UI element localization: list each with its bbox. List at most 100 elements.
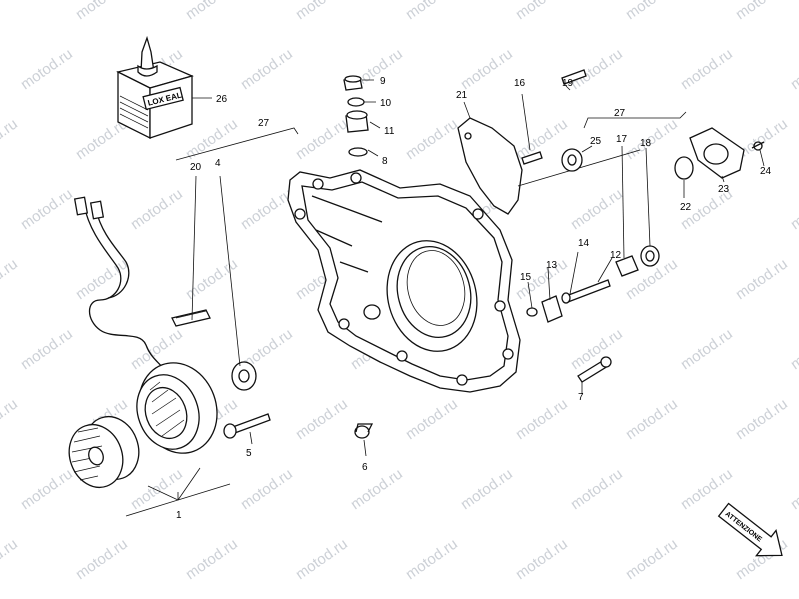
watermark-text: motod.ru	[293, 395, 351, 443]
part-label-5: 5	[246, 448, 252, 459]
watermark-text: motod.ru	[733, 395, 791, 443]
watermark-text: motod.ru	[513, 0, 571, 23]
sealant-tube: LOX EAL	[116, 35, 194, 140]
watermark-text: motod.ru	[128, 185, 186, 233]
part-label-19: 19	[562, 78, 574, 89]
washer-15	[526, 307, 538, 317]
cover-21	[457, 117, 523, 215]
watermark-text: motod.ru	[18, 45, 76, 93]
part-label-7: 7	[578, 392, 584, 403]
part-label-24: 24	[760, 166, 772, 177]
main-cover	[287, 169, 521, 393]
lever-13	[541, 295, 563, 323]
part-label-23: 23	[718, 184, 730, 195]
shaft-assembly	[517, 69, 641, 187]
watermark-text: motod.ru	[458, 465, 516, 513]
part-label-14: 14	[578, 238, 590, 249]
part-label-1: 1	[176, 510, 182, 521]
watermark-text: motod.ru	[238, 45, 296, 93]
watermark-text: motod.ru	[678, 325, 736, 373]
stator-wiring	[73, 196, 166, 371]
watermark-text: motod.ru	[0, 115, 21, 163]
watermark-text: motod.ru	[788, 465, 799, 513]
part-label-16: 16	[514, 78, 526, 89]
watermark-text: motod.ru	[183, 0, 241, 23]
part-label-25: 25	[590, 136, 602, 147]
watermark-text: motod.ru	[623, 115, 681, 163]
valve-11	[345, 110, 369, 133]
stator	[136, 362, 218, 454]
part-label-26: 26	[216, 94, 228, 105]
bushing-17	[615, 255, 639, 277]
watermark-text: motod.ru	[458, 45, 516, 93]
part-label-18: 18	[640, 138, 652, 149]
part-label-27: 27	[614, 108, 626, 119]
watermark-text: motod.ru	[788, 45, 799, 93]
part-label-11: 11	[384, 126, 395, 137]
watermark-text: motod.ru	[73, 535, 131, 583]
part-label-10: 10	[380, 98, 392, 109]
bolt-5	[223, 413, 271, 439]
watermark-text: motod.ru	[18, 465, 76, 513]
cap-9	[343, 75, 363, 91]
watermark-text: motod.ru	[348, 465, 406, 513]
oring-22	[674, 156, 694, 180]
watermark-text: motod.ru	[73, 255, 131, 303]
watermark-text: motod.ru	[73, 0, 131, 23]
watermark-text: motod.ru	[403, 0, 461, 23]
watermark-text: motod.ru	[403, 535, 461, 583]
part-label-8: 8	[382, 156, 388, 167]
watermark-text: motod.ru	[0, 0, 21, 23]
part-label-4: 4	[215, 158, 221, 169]
watermark-text: motod.ru	[623, 0, 681, 23]
watermark-text: motod.ru	[623, 535, 681, 583]
part-label-20: 20	[190, 162, 202, 173]
watermark-text: motod.ru	[733, 255, 791, 303]
watermark-text: motod.ru	[0, 255, 21, 303]
bushing-6	[354, 423, 374, 439]
part-label-9: 9	[380, 76, 386, 87]
watermark-text: motod.ru	[293, 115, 351, 163]
watermark-text: motod.ru	[403, 115, 461, 163]
watermark-text: motod.ru	[513, 395, 571, 443]
watermark-text: motod.ru	[788, 325, 799, 373]
shaft-12-14	[561, 279, 611, 304]
leader-lines	[125, 79, 765, 517]
watermark-text: motod.ru	[293, 0, 351, 23]
watermark-text: motod.ru	[788, 185, 799, 233]
part-label-22: 22	[680, 202, 692, 213]
washer-10	[347, 97, 365, 107]
watermark-text: motod.ru	[293, 535, 351, 583]
watermark-text: motod.ru	[183, 535, 241, 583]
bearing-4	[231, 361, 257, 391]
watermark-text: motod.ru	[623, 395, 681, 443]
watermark-text: motod.ru	[568, 465, 626, 513]
watermark-text: motod.ru	[0, 535, 21, 583]
part-label-27: 27	[258, 118, 270, 129]
watermark-text: motod.ru	[733, 0, 791, 23]
watermark-text: motod.ru	[128, 465, 186, 513]
watermark-text: motod.ru	[403, 395, 461, 443]
watermark-text: motod.ru	[238, 465, 296, 513]
seal-18	[640, 245, 660, 267]
watermark-text: motod.ru	[18, 325, 76, 373]
watermark-text: motod.ru	[678, 45, 736, 93]
watermark-text: motod.ru	[513, 535, 571, 583]
watermark-text: motod.ru	[183, 255, 241, 303]
part-label-15: 15	[520, 272, 532, 283]
part-label-13: 13	[546, 260, 558, 271]
part-label-21: 21	[456, 90, 468, 101]
cover-23	[689, 127, 765, 179]
rotor	[68, 415, 140, 489]
watermark-text: motod.ru	[568, 185, 626, 233]
watermark-text: motod.ru	[18, 185, 76, 233]
watermark-text: motod.ru	[568, 45, 626, 93]
watermark-text: motod.ru	[238, 185, 296, 233]
part-label-17: 17	[616, 134, 628, 145]
part-label-6: 6	[362, 462, 368, 473]
watermark-text: motod.ru	[0, 395, 21, 443]
oring-8	[348, 147, 368, 157]
